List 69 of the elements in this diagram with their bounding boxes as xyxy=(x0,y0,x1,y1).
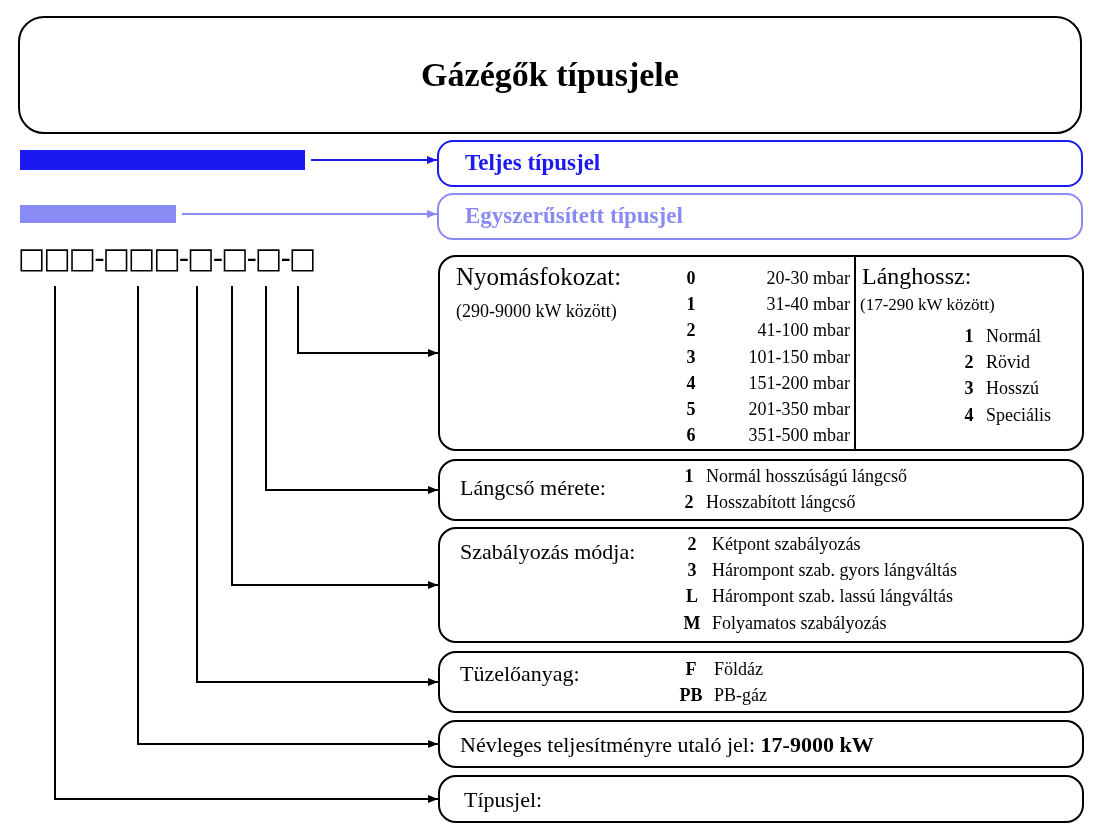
description-text: 20-30 mbar xyxy=(765,267,850,289)
description-text: 31-40 mbar xyxy=(765,293,850,315)
description-text: Hosszabított lángcső xyxy=(706,491,857,513)
heading-text: Egyszerűsített típusjel xyxy=(465,203,683,229)
code-value: 3 xyxy=(686,559,698,581)
code-bar xyxy=(20,205,176,223)
info-box xyxy=(438,720,1084,768)
arrow xyxy=(196,285,439,686)
heading-text: Lángcső mérete: xyxy=(460,475,606,501)
description-text: Rövid xyxy=(986,351,1031,373)
table-box xyxy=(438,255,1084,451)
description-text: 201-350 mbar xyxy=(747,399,850,421)
description-text: Speciális xyxy=(986,404,1052,426)
code-value: 3 xyxy=(963,378,975,400)
code-value: 4 xyxy=(685,372,697,394)
info-box xyxy=(437,140,1083,187)
heading-text: Névleges teljesítményre utaló jel: 17-9000 kW xyxy=(460,732,874,758)
description-text: Folyamatos szabályozás xyxy=(712,612,888,634)
code-value: 6 xyxy=(685,425,697,447)
type-code-template: □□□-□□□-□-□-□-□ xyxy=(18,244,315,273)
code-value: 3 xyxy=(685,346,697,368)
code-value: 2 xyxy=(685,320,697,342)
arrow xyxy=(181,210,438,218)
arrow xyxy=(265,285,439,494)
description-text: Földáz xyxy=(714,658,764,680)
info-box xyxy=(438,527,1084,643)
description-text: PB-gáz xyxy=(714,684,768,706)
description-text: Normál hosszúságú lángcső xyxy=(706,465,908,487)
range-note: (290-9000 kW között) xyxy=(456,301,617,322)
arrow xyxy=(137,285,439,748)
info-box xyxy=(438,775,1084,823)
heading-text: Típusjel: xyxy=(464,787,543,813)
info-box xyxy=(438,459,1084,521)
arrow xyxy=(310,156,438,164)
code-value: L xyxy=(685,586,699,608)
heading-text: Nyomásfokozat: xyxy=(456,263,622,291)
title-box: Gázégők típusjele xyxy=(18,16,1082,134)
code-value: 1 xyxy=(963,325,975,347)
info-box xyxy=(437,193,1083,240)
heading-text: Teljes típusjel xyxy=(465,150,601,176)
code-value: 0 xyxy=(685,267,697,289)
arrow xyxy=(231,285,439,589)
code-value: 2 xyxy=(683,491,695,513)
description-text: 151-200 mbar xyxy=(747,372,850,394)
heading-text: Lánghossz: xyxy=(862,263,972,290)
code-value: F xyxy=(684,658,698,680)
info-box xyxy=(438,651,1084,713)
description-text: 351-500 mbar xyxy=(747,425,850,447)
code-value: PB xyxy=(678,684,704,706)
code-bar xyxy=(20,150,305,170)
heading-text: Szabályozás módja: xyxy=(460,539,636,565)
code-value: M xyxy=(682,612,702,634)
arrow xyxy=(54,285,439,803)
arrow xyxy=(297,285,439,357)
description-text: Hosszú xyxy=(986,378,1040,400)
code-value: 2 xyxy=(686,533,698,555)
code-value: 2 xyxy=(963,351,975,373)
code-value: 1 xyxy=(685,293,697,315)
range-note: (17-290 kW között) xyxy=(860,295,995,315)
description-text: Hárompont szab. lassú lángváltás xyxy=(712,586,954,608)
code-value: 4 xyxy=(963,404,975,426)
description-text: 41-100 mbar xyxy=(756,320,850,342)
description-text: Normál xyxy=(986,325,1042,347)
description-text: Kétpont szabályozás xyxy=(712,533,862,555)
code-value: 5 xyxy=(685,399,697,421)
description-text: Hárompont szab. gyors lángváltás xyxy=(712,559,958,581)
heading-text: Tüzelőanyag: xyxy=(460,661,580,687)
description-text: 101-150 mbar xyxy=(747,346,850,368)
code-value: 1 xyxy=(683,465,695,487)
